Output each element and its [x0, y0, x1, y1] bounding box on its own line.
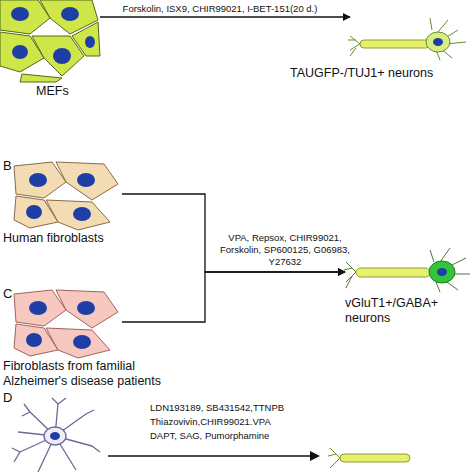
fad-fibroblast-nuclei	[26, 301, 95, 349]
astrocyte	[12, 398, 100, 472]
cell-node: TAUGFP-/TUJ1+ neurons	[350, 12, 474, 60]
panel-text: C	[3, 288, 12, 300]
panel-text: D	[3, 392, 12, 404]
human-fibroblast-cells	[14, 162, 118, 230]
cell-node: Fibroblasts from familial Alzheimer's di…	[12, 288, 122, 358]
mef-nuclei	[11, 7, 95, 64]
node-label: Fibroblasts from familial Alzheimer's di…	[3, 359, 175, 389]
process-arrow	[100, 16, 350, 17]
panel-d-arrow	[108, 451, 320, 461]
fad-fibroblast-cells	[14, 290, 118, 358]
node-label: TAUGFP-/TUJ1+ neurons	[290, 66, 470, 81]
panel-text: B	[3, 160, 12, 172]
panel-text: Thiazovivin,CHIR99021.VPA	[150, 416, 271, 428]
human-fibroblast-nuclei	[26, 173, 95, 221]
cell-node: MEFs	[0, 0, 100, 82]
node-label: vGluT1+/GABA+ neurons	[345, 296, 474, 326]
cell-node: Human fibroblasts	[12, 160, 122, 230]
node-label: Human fibroblasts	[3, 231, 143, 246]
mef-cells	[0, 0, 100, 82]
panel-text: DAPT, SAG, Pumorphamine	[150, 430, 269, 442]
cell-node: vGluT1+/GABA+ neurons	[345, 244, 474, 294]
node-label: MEFs	[36, 84, 116, 99]
neuron-d-partial	[328, 448, 410, 468]
neuron-bc	[344, 248, 470, 292]
reagent-list: Forskolin, ISX9, CHIR99021, I-BET-151(20…	[120, 3, 320, 15]
reagent-list: VPA, Repsox, CHIR99021, Forskolin, SP600…	[210, 232, 360, 268]
panel-text: LDN193189, SB431542,TTNPB	[150, 402, 284, 414]
process-arrow	[122, 272, 345, 322]
neuron-a	[348, 18, 466, 60]
